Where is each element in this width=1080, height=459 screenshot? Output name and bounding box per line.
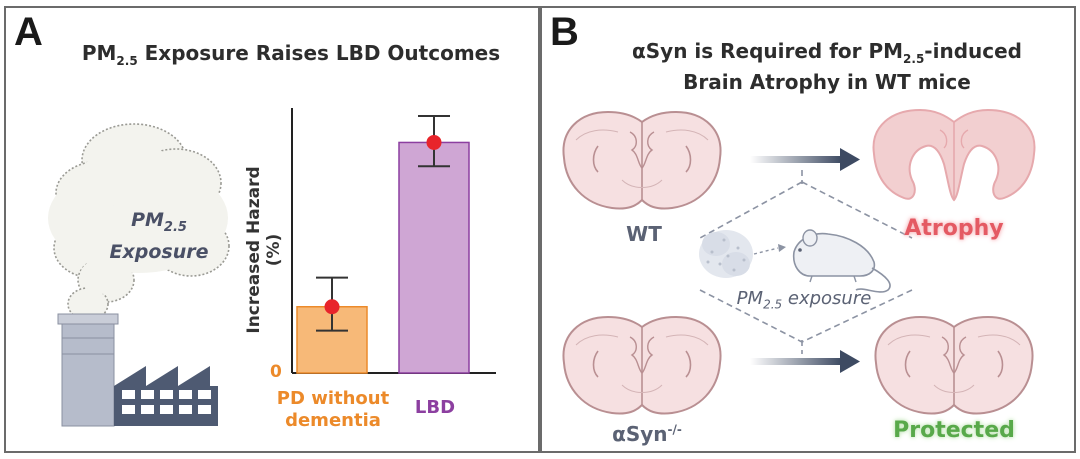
exposure-label-text-rest: exposure: [782, 288, 872, 309]
category-label-pd-line2: dementia: [285, 410, 381, 431]
category-label-pd: PD without dementia: [270, 388, 396, 432]
category-label-pd-line1: PD without: [276, 388, 390, 409]
panel-b-title-line1: αSyn is Required for PM: [632, 39, 904, 63]
point-estimate-lbd: [426, 134, 442, 150]
exposure-label-subscript: 2.5: [763, 297, 783, 312]
panel-b-letter: B: [550, 10, 579, 54]
panel-a-title: PM2.5 Exposure Raises LBD Outcomes: [46, 42, 536, 73]
brain-protected-icon: [874, 316, 1034, 415]
y-axis-label: Increased Hazard (%): [244, 166, 284, 334]
panel-a-title-text-rest: Exposure Raises LBD Outcomes: [137, 41, 501, 65]
cloud-label-subscript: 2.5: [163, 219, 187, 235]
mouse-icon: [792, 229, 891, 293]
particle-cloud-icon: [699, 230, 786, 278]
exposure-label-text: PM: [736, 288, 764, 309]
category-label-lbd: LBD: [414, 397, 456, 418]
arrow-top-icon: [750, 148, 860, 171]
cloud-label-line1: PM: [131, 209, 164, 231]
panel-b-illustration: [562, 108, 1036, 415]
exposure-diamond-outline: [699, 170, 913, 354]
panel-a-letter: A: [14, 10, 43, 54]
brain-wt-icon: [562, 111, 722, 210]
y-axis-zero-tick: 0: [270, 362, 282, 382]
point-estimate-pd-without-dementia: [324, 299, 340, 315]
wt-label: WT: [626, 222, 662, 246]
asyn-knockout-label: αSyn-/-: [602, 422, 692, 446]
factory-icon: [57, 313, 218, 427]
outcome-protected-label: Protected: [893, 418, 1015, 443]
asyn-knockout-label-superscript: -/-: [667, 422, 682, 437]
asyn-knockout-label-text: αSyn: [612, 422, 668, 446]
panel-b: B αSyn is Required for PM2.5-induced Bra…: [540, 6, 1076, 453]
exposure-label: PM2.5 exposure: [724, 288, 884, 312]
cloud-label: PM2.5 Exposure: [104, 208, 214, 264]
brain-atrophy-icon: [872, 108, 1036, 202]
panel-a-title-text: PM: [81, 41, 117, 65]
panel-a-illustration: [48, 108, 496, 427]
cloud-label-line2: Exposure: [109, 240, 209, 263]
panel-b-title-line2: Brain Atrophy in WT mice: [683, 70, 971, 94]
panel-a-title-subscript: 2.5: [116, 54, 138, 68]
panel-a: A PM2.5 Exposure Raises LBD Outcomes: [4, 6, 540, 453]
bar-lbd: [398, 141, 470, 374]
panel-b-title-subscript: 2.5: [903, 52, 925, 66]
panel-b-title: αSyn is Required for PM2.5-induced Brain…: [582, 40, 1072, 94]
brain-asyn-knockout-icon: [562, 316, 722, 415]
arrow-bottom-icon: [750, 350, 860, 373]
panel-b-title-line1-rest: -induced: [924, 39, 1022, 63]
outcome-atrophy-label: Atrophy: [904, 216, 1004, 241]
